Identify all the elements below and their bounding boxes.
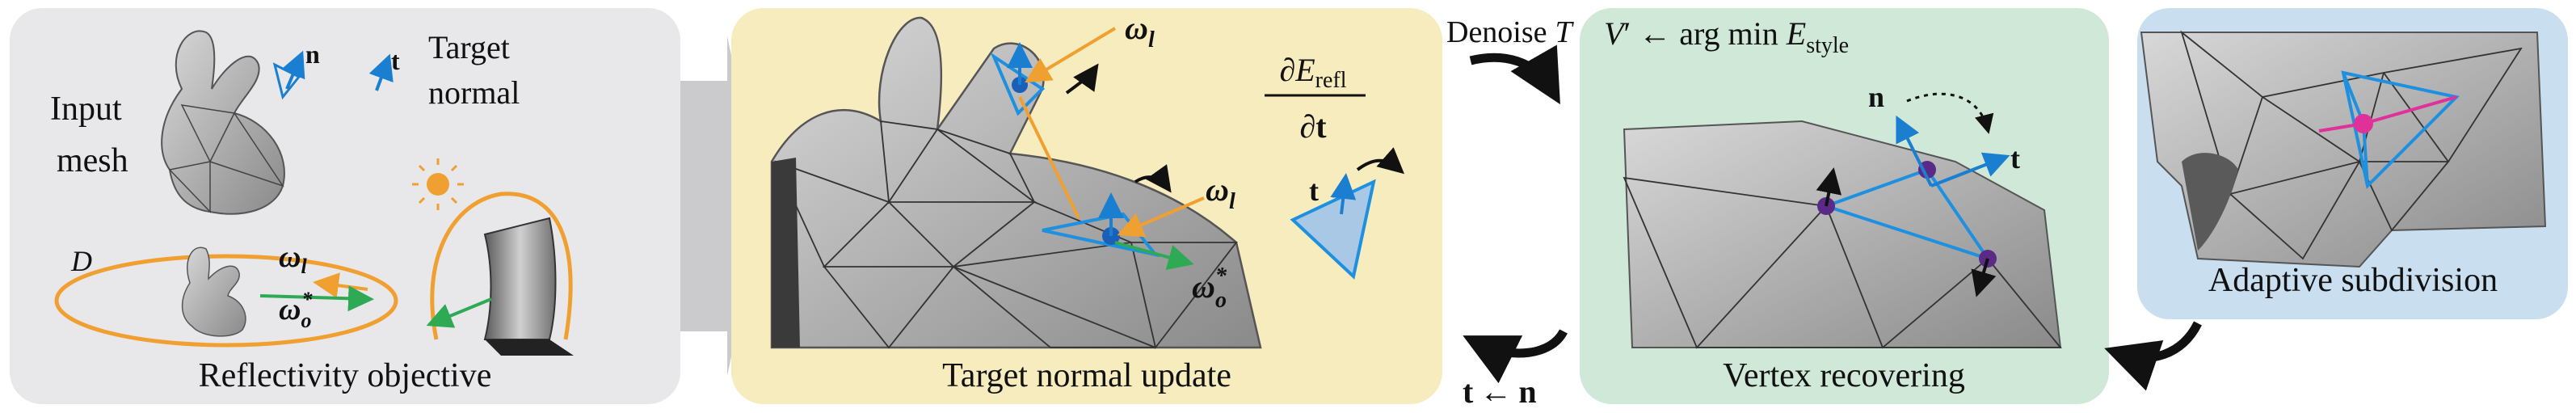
denoise-arrow xyxy=(1469,44,1560,105)
hemisphere-arc xyxy=(430,192,573,340)
label-omega-l-lower: ωl xyxy=(1206,171,1235,214)
bunny-head-mesh xyxy=(770,16,1262,350)
target-normal-icon xyxy=(368,53,394,91)
gradient-fraction: ∂Erefl ∂t xyxy=(1265,52,1366,145)
caption-target-normal-update: Target normal update xyxy=(942,357,1231,394)
label-omega-o-input: ωo* xyxy=(279,288,313,332)
label-omega-l-upper: ωl xyxy=(1125,10,1155,53)
vertex-triangle-edges xyxy=(1820,167,1992,262)
dotted-rotation-arrow xyxy=(1906,92,1994,134)
fraction-numerator: ∂Erefl xyxy=(1279,52,1346,93)
reflector-shield xyxy=(483,217,557,340)
update-return-arrow xyxy=(1463,329,1568,384)
label-input-mesh-line2: mesh xyxy=(57,142,128,179)
rotate-arrow-upper xyxy=(1065,63,1099,95)
domain-ellipse xyxy=(54,254,398,348)
subdivision-mesh xyxy=(2140,30,2547,268)
small-triangle-icon xyxy=(1290,179,1376,280)
caption-reflectivity-objective: Reflectivity objective xyxy=(199,357,492,394)
sun-icon xyxy=(412,158,464,210)
small-bunny xyxy=(181,247,246,337)
t-arrow-icon xyxy=(1330,173,1357,215)
panel-reflectivity-objective: n t Target normal Input mesh D ωl xyxy=(10,8,680,404)
outgoing-ray-arrow xyxy=(259,285,374,312)
panel-adaptive-subdivision: Adaptive subdivision xyxy=(2137,8,2568,319)
label-t-gradient: t xyxy=(1309,175,1319,207)
label-n-vertex: n xyxy=(1868,81,1884,113)
reflected-ray-arrow xyxy=(426,297,492,328)
subdivision-vertex xyxy=(2354,114,2373,133)
vertex-move-arrow-right xyxy=(1971,258,1997,297)
label-domain: D xyxy=(70,245,92,277)
label-n-input: n xyxy=(305,40,320,69)
label-omega-l-input: ωl xyxy=(279,240,307,278)
caption-adaptive-subdivision: Adaptive subdivision xyxy=(2208,262,2498,299)
normal-arrow-vertex xyxy=(1896,115,1933,187)
label-target-normal-line1: Target xyxy=(428,29,510,65)
label-input-mesh-line1: Input xyxy=(50,91,122,128)
gradient-rotate-arrow xyxy=(1356,147,1405,175)
label-t-vertex: t xyxy=(2010,142,2020,175)
light-arrow-upper xyxy=(1025,27,1117,83)
panel-target-normal-update: ωl ωl ωo* ∂Erefl ∂t t Target normal upda… xyxy=(731,8,1442,404)
label-target-normal-line2: normal xyxy=(428,74,520,111)
subdivision-edge-magenta xyxy=(2363,95,2457,125)
assign-label: t←n xyxy=(1463,373,1537,410)
fraction-denominator: ∂t xyxy=(1299,108,1327,145)
target-arrow-vertex xyxy=(1930,152,2010,188)
subdivision-return-arrow xyxy=(2104,321,2202,391)
subdivision-edge-2 xyxy=(2362,123,2369,187)
label-t-input: t xyxy=(391,46,400,75)
reflection-link xyxy=(1018,96,1080,219)
input-bunny-mesh xyxy=(161,30,305,215)
vertex-point-top xyxy=(1918,161,1936,179)
caption-vertex-recovering: Vertex recovering xyxy=(1723,357,1965,394)
rotate-arrow-lower xyxy=(1134,164,1172,193)
subdivided-triangle xyxy=(2341,70,2460,190)
reflect-arrow-lower xyxy=(1114,241,1194,270)
label-omega-o-lower: ωo* xyxy=(1192,263,1227,313)
light-arrow-lower xyxy=(1117,196,1205,238)
vertex-move-arrow-left xyxy=(1816,167,1842,207)
panel-reflectivity-bg xyxy=(10,8,680,404)
